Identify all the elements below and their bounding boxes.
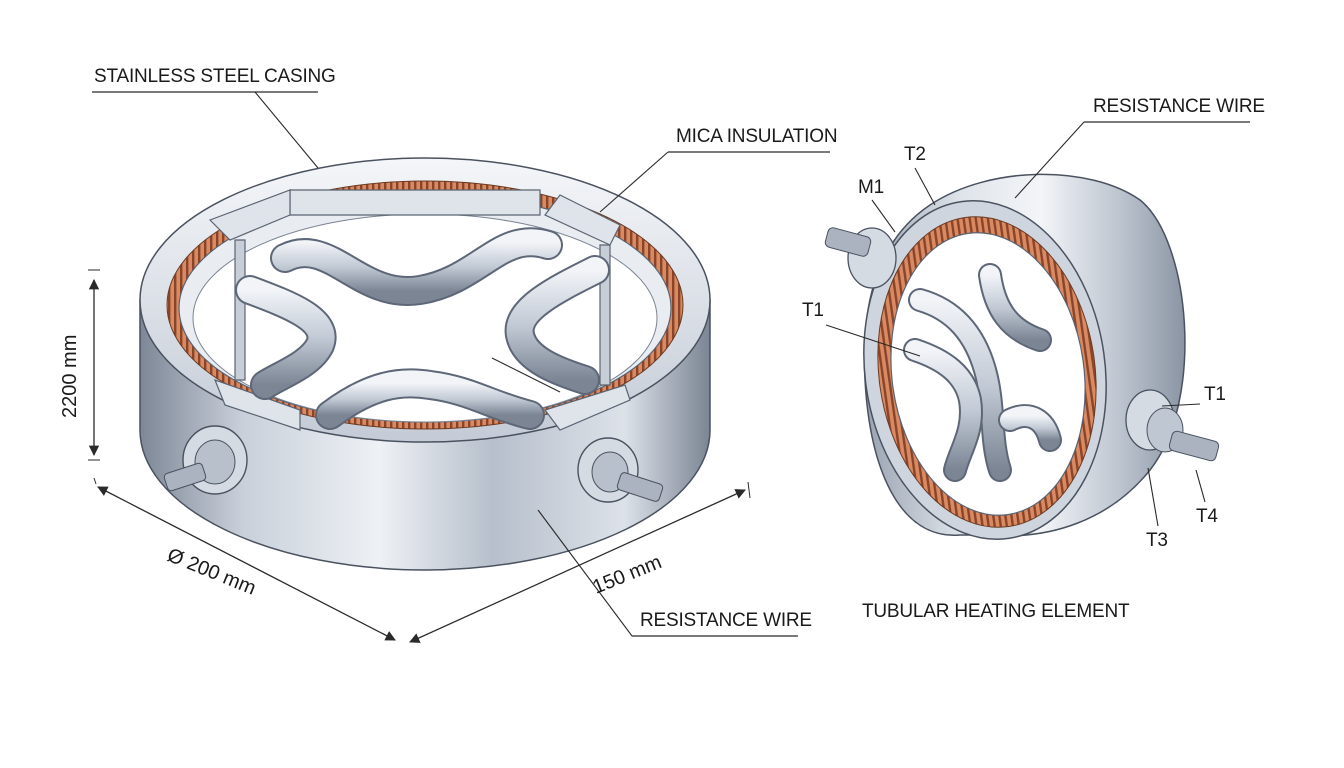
ring-heater xyxy=(139,157,711,571)
drum-right-stud xyxy=(1125,389,1220,462)
label-mica-text: MICA INSULATION xyxy=(676,126,837,147)
label-t2: T2 xyxy=(904,144,936,206)
label-m1: M1 xyxy=(858,177,896,233)
label-t1-left-text: T1 xyxy=(802,300,824,321)
label-casing: STAINLESS STEEL CASING xyxy=(92,66,336,169)
caption-tubular-heating-element: TUBULAR HEATING ELEMENT xyxy=(862,601,1130,622)
drum-left-stud xyxy=(824,227,897,289)
label-wire-left-text: RESISTANCE WIRE xyxy=(640,610,812,631)
tubular-element xyxy=(824,173,1220,540)
inner-tubes xyxy=(235,227,610,430)
label-mica: MICA INSULATION xyxy=(599,126,838,213)
label-m1-text: M1 xyxy=(858,177,884,198)
label-wire-right-text: RESISTANCE WIRE xyxy=(1093,96,1265,117)
label-casing-text: STAINLESS STEEL CASING xyxy=(94,66,336,87)
label-t1-right-text: T1 xyxy=(1204,384,1226,405)
label-t1-left: T1 xyxy=(802,300,921,357)
label-t4-text: T4 xyxy=(1196,506,1218,527)
label-t2-text: T2 xyxy=(904,144,926,165)
dimension-diameter-text: Ø 200 mm xyxy=(164,544,259,599)
label-t3: T3 xyxy=(1146,467,1168,551)
label-t1-right: T1 xyxy=(1161,384,1226,407)
dimension-height-text: 2200 mm xyxy=(59,335,81,418)
drum-tubes xyxy=(903,263,1062,482)
label-wire-right: RESISTANCE WIRE xyxy=(1014,96,1265,199)
dimension-height: 2200 mm xyxy=(59,269,100,461)
label-t3-text: T3 xyxy=(1146,530,1168,551)
dimension-depth-text: 150 mm xyxy=(590,551,665,598)
mica-clamp-plates xyxy=(208,189,631,431)
label-t4: T4 xyxy=(1195,469,1219,527)
left-terminal xyxy=(163,425,248,495)
